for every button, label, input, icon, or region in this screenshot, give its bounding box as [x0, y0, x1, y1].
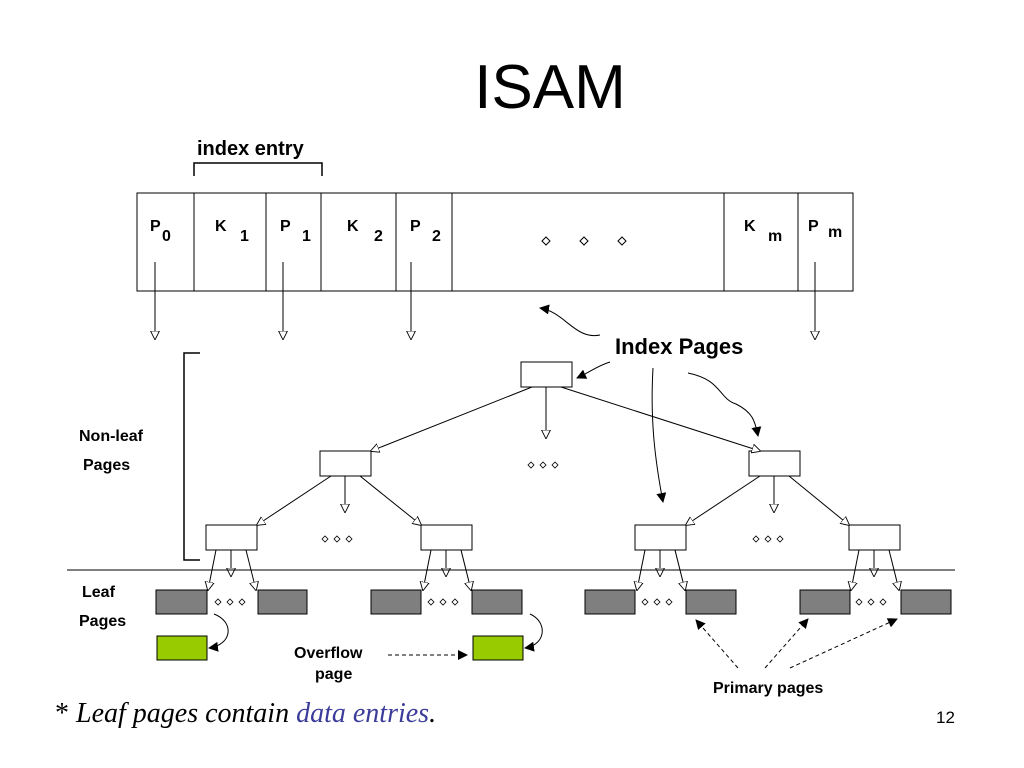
tree-nodes	[205, 361, 901, 551]
index-entry-label: index entry	[197, 138, 304, 160]
overflow-chain-arrows	[208, 613, 543, 652]
index-pages-label: Index Pages	[615, 334, 744, 359]
primary-pages-label: Primary pages	[713, 680, 824, 697]
tree-edges	[208, 386, 899, 590]
index-pages-callout-arrows	[539, 304, 762, 503]
tree-ellipsis	[214, 461, 887, 606]
footer-text: Leaf pages contain	[76, 698, 297, 729]
overflow-label-line2: page	[315, 666, 353, 683]
footer-highlight: data entries	[296, 698, 430, 729]
leaf-label-line2: Pages	[79, 613, 127, 630]
cell-subscript: 2	[432, 228, 441, 245]
non-leaf-label-line2: Pages	[83, 457, 131, 474]
cell-letter: P	[410, 218, 421, 235]
cell-subscript: m	[768, 228, 783, 245]
cell-letter: P	[280, 218, 291, 235]
overflow-pages	[156, 635, 524, 661]
cell-letter: P	[808, 218, 819, 235]
cell-subscript: 2	[374, 228, 383, 245]
primary-pages-dashed-arrows	[695, 618, 898, 669]
cell-letter: K	[215, 218, 227, 235]
cell-letter: P	[150, 218, 161, 235]
leaf-pages	[155, 589, 952, 615]
page-number: 12	[936, 708, 955, 727]
cell-letter: K	[744, 218, 756, 235]
pointer-arrows	[155, 262, 815, 339]
index-page-detail	[136, 192, 854, 292]
index-entry-bracket	[193, 162, 323, 176]
non-leaf-label-line1: Non-leaf	[79, 428, 143, 445]
slide-title: ISAM	[474, 53, 626, 122]
cell-subscript: 0	[162, 228, 171, 245]
footer-star: *	[55, 698, 76, 729]
footer-period: .	[429, 698, 437, 729]
footer-note: * Leaf pages contain data entries.	[55, 698, 436, 730]
cell-subscript: 1	[240, 228, 249, 245]
leaf-label-line1: Leaf	[82, 584, 115, 601]
overflow-label-line1: Overflow	[294, 645, 363, 662]
cell-subscript: 1	[302, 228, 311, 245]
cell-letter: K	[347, 218, 359, 235]
non-leaf-bracket	[183, 352, 200, 561]
cell-subscript: m	[828, 224, 843, 241]
